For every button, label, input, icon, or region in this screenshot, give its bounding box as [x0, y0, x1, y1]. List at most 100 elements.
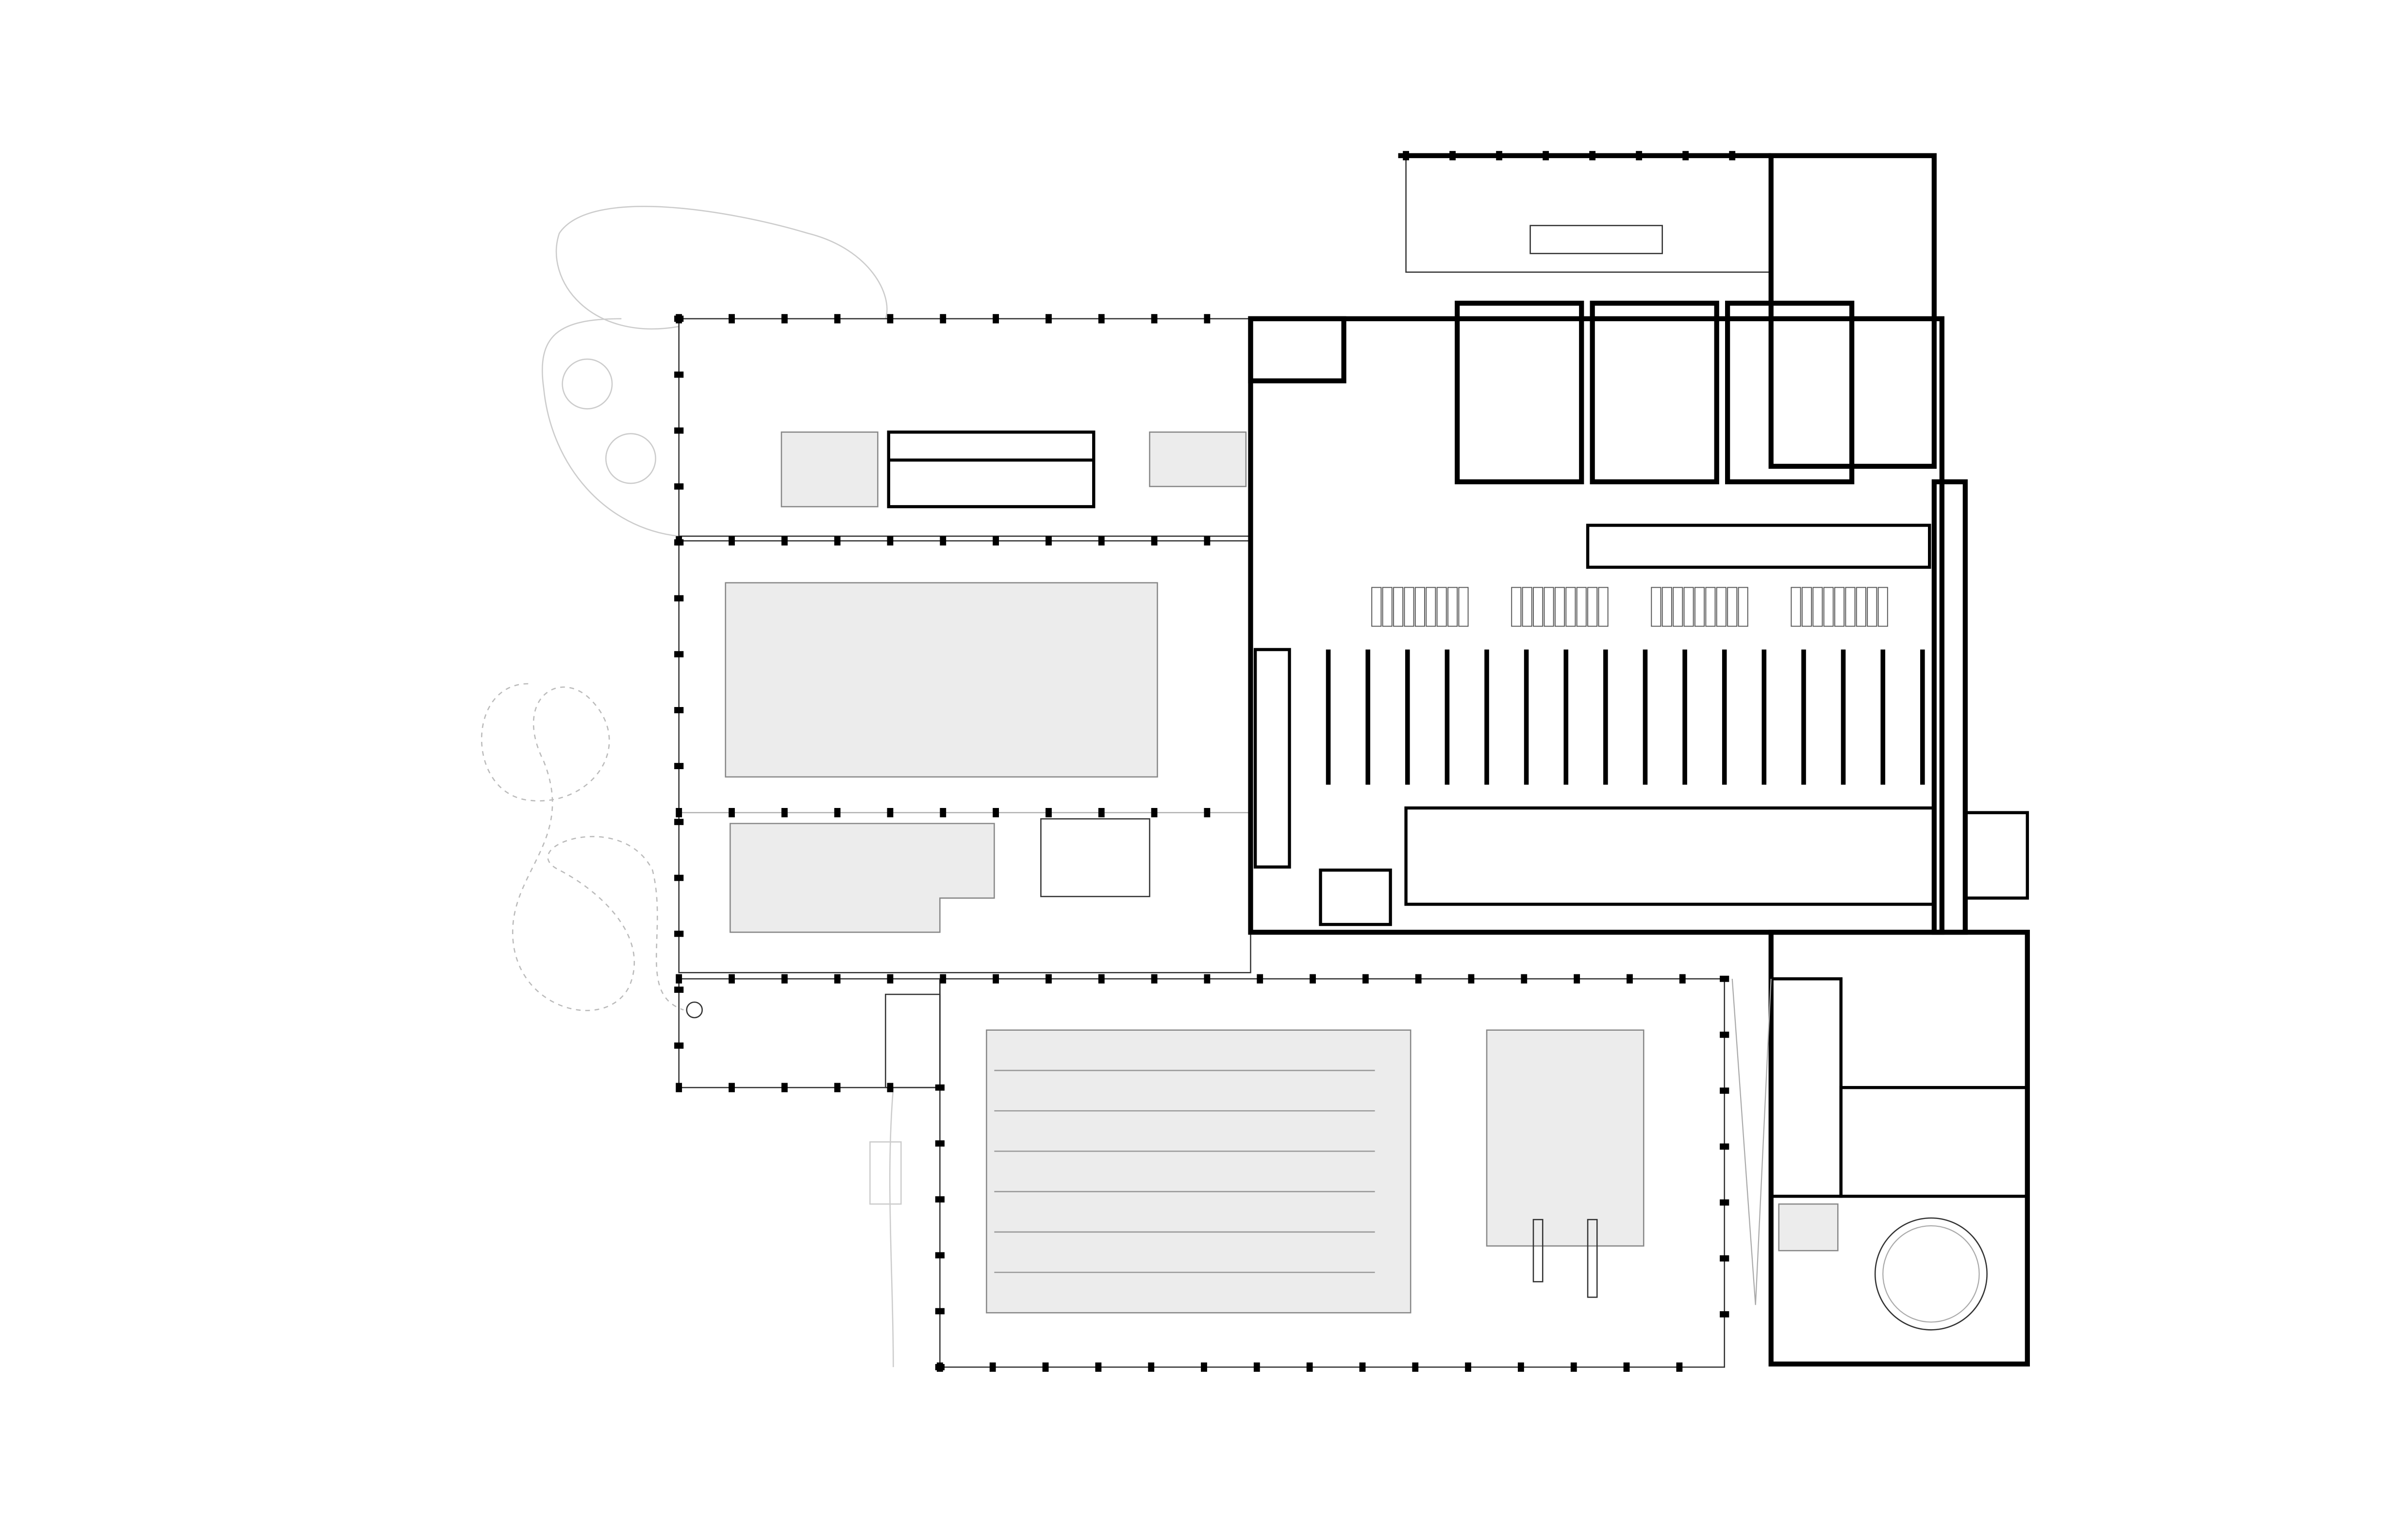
column	[1253, 1362, 1260, 1372]
column	[1627, 974, 1633, 984]
column	[1046, 314, 1052, 324]
column	[834, 974, 841, 984]
column	[940, 808, 947, 818]
terrace	[678, 318, 1251, 537]
column	[1306, 1362, 1313, 1372]
bench	[1371, 587, 1382, 627]
column	[1151, 314, 1158, 324]
bench	[1727, 587, 1738, 627]
entrance-strip	[678, 978, 941, 1088]
sauna	[1874, 1217, 1988, 1331]
bench	[1576, 587, 1587, 627]
bench	[1856, 587, 1866, 627]
column	[1676, 1362, 1683, 1372]
column	[674, 371, 684, 378]
column	[1518, 1362, 1524, 1372]
column	[887, 314, 894, 324]
gym-equipment	[1529, 225, 1663, 254]
stairs	[885, 993, 941, 1088]
column	[1098, 314, 1105, 324]
column	[1729, 151, 1736, 161]
column	[674, 874, 684, 881]
stairwell-2	[1319, 868, 1392, 926]
column	[674, 539, 684, 546]
column	[1543, 151, 1549, 161]
ramp	[1731, 979, 1772, 1305]
garden-outline	[542, 206, 888, 537]
column	[1521, 974, 1528, 984]
locker-bank	[1253, 648, 1291, 869]
column	[940, 536, 947, 546]
column	[729, 314, 735, 324]
column	[1204, 974, 1211, 984]
outdoor-pool-2	[1149, 431, 1247, 487]
bench	[1393, 587, 1404, 627]
bench	[1651, 587, 1661, 627]
plunge-pool	[1778, 1203, 1839, 1252]
column	[729, 1083, 735, 1092]
column	[1720, 1087, 1729, 1094]
column	[781, 536, 788, 546]
sauna-rooms	[1839, 1086, 2029, 1198]
column	[1310, 974, 1316, 984]
bench	[1426, 587, 1436, 627]
column	[1362, 974, 1369, 984]
column	[1720, 975, 1729, 982]
column	[1204, 314, 1211, 324]
column	[1359, 1362, 1366, 1372]
column	[1098, 974, 1105, 984]
column	[676, 1083, 682, 1092]
column	[1574, 974, 1580, 984]
column	[1449, 151, 1456, 161]
bench	[1801, 587, 1812, 627]
column	[674, 483, 684, 490]
bench	[1867, 587, 1877, 627]
bench	[1414, 587, 1425, 627]
column	[1151, 808, 1158, 818]
bench	[1845, 587, 1856, 627]
bench	[1834, 587, 1845, 627]
structural-columns	[674, 151, 1736, 1372]
column	[887, 536, 894, 546]
column	[1151, 974, 1158, 984]
column	[935, 1252, 945, 1259]
column	[781, 1083, 788, 1092]
column	[1098, 808, 1105, 818]
staircase-east	[1963, 811, 2029, 900]
main-leisure-pool	[725, 582, 1158, 778]
diving-board	[1532, 1219, 1544, 1283]
bench	[1812, 587, 1823, 627]
column	[674, 427, 684, 434]
column	[1589, 151, 1596, 161]
column	[887, 974, 894, 984]
sauna-block	[1768, 929, 2030, 1367]
column	[834, 808, 841, 818]
column	[1204, 808, 1211, 818]
locker-rows	[1253, 648, 1925, 869]
shallow-pool	[730, 823, 995, 933]
column	[1720, 1311, 1729, 1317]
bench	[1436, 587, 1447, 627]
bench	[1404, 587, 1414, 627]
column	[676, 808, 682, 818]
column	[1679, 974, 1686, 984]
column	[1046, 974, 1052, 984]
column	[674, 595, 684, 602]
bench	[1522, 587, 1532, 627]
column	[1148, 1362, 1155, 1372]
column	[1720, 1199, 1729, 1206]
bench	[1533, 587, 1544, 627]
column	[940, 974, 947, 984]
play-track	[481, 683, 684, 1011]
bench	[1447, 587, 1458, 627]
column	[834, 536, 841, 546]
column	[1468, 974, 1475, 984]
column	[1046, 808, 1052, 818]
changing-block	[1248, 316, 1944, 935]
shower-icon	[686, 1001, 703, 1019]
column	[1465, 1362, 1472, 1372]
bench	[1694, 587, 1705, 627]
column	[940, 314, 947, 324]
column	[887, 1083, 894, 1092]
